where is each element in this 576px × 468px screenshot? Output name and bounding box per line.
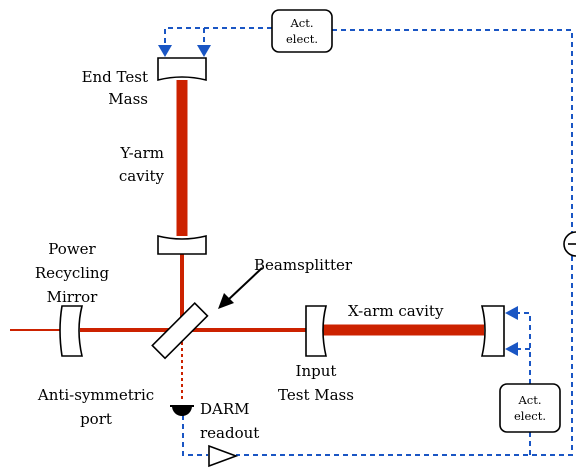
act-elect-box-right: Act. elect. [499, 383, 561, 433]
power-recycling-label-3: Mirror [47, 288, 99, 306]
top-control-line-left [164, 27, 272, 50]
etmy-actuator-arrow-right [197, 45, 211, 57]
power-recycling-label-2: Recycling [35, 264, 110, 282]
beamsplitter-pointer [218, 267, 263, 309]
beamsplitter-label: Beamsplitter [254, 256, 353, 274]
act-elect-box-top: Act. elect. [271, 9, 333, 53]
etmx-actuator-arrow-top [505, 306, 518, 320]
x-arm-label: X-arm cavity [348, 302, 444, 320]
act-elect-top-label-2: elect. [286, 32, 318, 46]
amplifier-triangle [208, 444, 239, 468]
beamsplitter [151, 301, 209, 360]
actuator-arrows [158, 45, 518, 356]
end-test-mass-y [157, 57, 207, 82]
input-test-mass-y [157, 234, 207, 255]
y-arm-label-2: cavity [119, 167, 165, 185]
end-test-mass-label-1: End Test [82, 68, 148, 86]
etmy-actuator-arrow-left [158, 45, 172, 57]
input-test-mass-x [305, 305, 328, 357]
end-test-mass-x [480, 305, 505, 357]
power-recycling-label-1: Power [48, 240, 96, 258]
darm-readout-line [182, 415, 208, 456]
labels: End Test Mass Y-arm cavity Power Recycli… [35, 68, 444, 442]
anti-symmetric-label-1: Anti-symmetric [37, 386, 154, 404]
input-test-mass-label-2: Test Mass [278, 386, 354, 404]
darm-photodetector [170, 405, 194, 416]
act-elect-right-label-1: Act. [517, 393, 541, 407]
act-elect-right-label-2: elect. [514, 409, 546, 423]
anti-symmetric-label-2: port [80, 410, 112, 428]
darm-label-2: readout [200, 424, 259, 442]
top-control-line-to-edge [332, 29, 573, 232]
act-elect-top-label-1: Act. [289, 16, 313, 30]
darm-label-1: DARM [200, 400, 250, 418]
y-arm-label-1: Y-arm [119, 144, 164, 162]
mirrors [59, 57, 505, 360]
summing-node [563, 231, 576, 257]
right-control-line-edge [236, 256, 573, 456]
etmx-actuator-arrow-bottom [505, 342, 518, 356]
end-test-mass-label-2: Mass [108, 90, 148, 108]
power-recycling-mirror [59, 305, 84, 357]
input-test-mass-label-1: Input [296, 362, 337, 380]
